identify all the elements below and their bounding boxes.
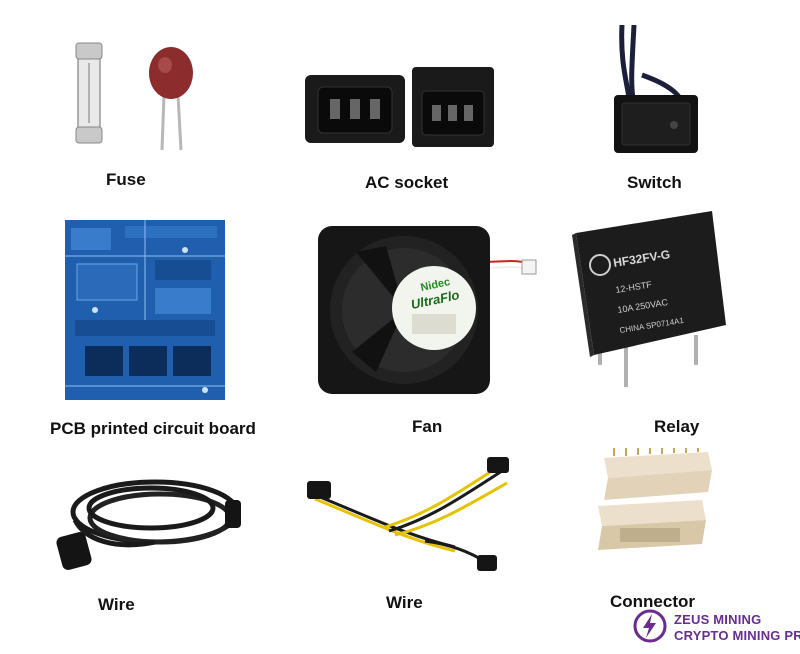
caption-pcb: PCB printed circuit board xyxy=(50,419,256,438)
caption-relay: Relay xyxy=(654,417,700,436)
wire-harness-photo xyxy=(307,457,509,571)
pcb-photo xyxy=(65,220,225,400)
ac-socket-photo xyxy=(305,67,494,147)
caption-fan: Fan xyxy=(412,417,443,436)
power-cable-photo xyxy=(56,479,241,570)
caption-connector: Connector xyxy=(610,592,695,611)
watermark: ZEUS MINING CRYPTO MINING PRO xyxy=(632,608,800,648)
fan-photo: Nidec UltraFlo xyxy=(318,226,537,394)
caption-wire-harness: Wire xyxy=(386,593,423,612)
caption-ac-socket: AC socket xyxy=(365,173,449,192)
caption-wire-cable: Wire xyxy=(98,595,135,614)
switch-photo xyxy=(614,25,698,153)
connector-photo xyxy=(598,448,712,550)
lightning-bolt-icon xyxy=(633,609,667,643)
watermark-line1: ZEUS MINING xyxy=(674,612,762,627)
watermark-line2: CRYPTO MINING PRO xyxy=(674,628,800,643)
caption-fuse: Fuse xyxy=(106,170,146,189)
caption-switch: Switch xyxy=(627,173,682,192)
relay-photo: HF32FV-G 12-HSTF 10A 250VAC CHINA SP0714… xyxy=(572,211,726,387)
fuse-photo xyxy=(75,42,193,151)
